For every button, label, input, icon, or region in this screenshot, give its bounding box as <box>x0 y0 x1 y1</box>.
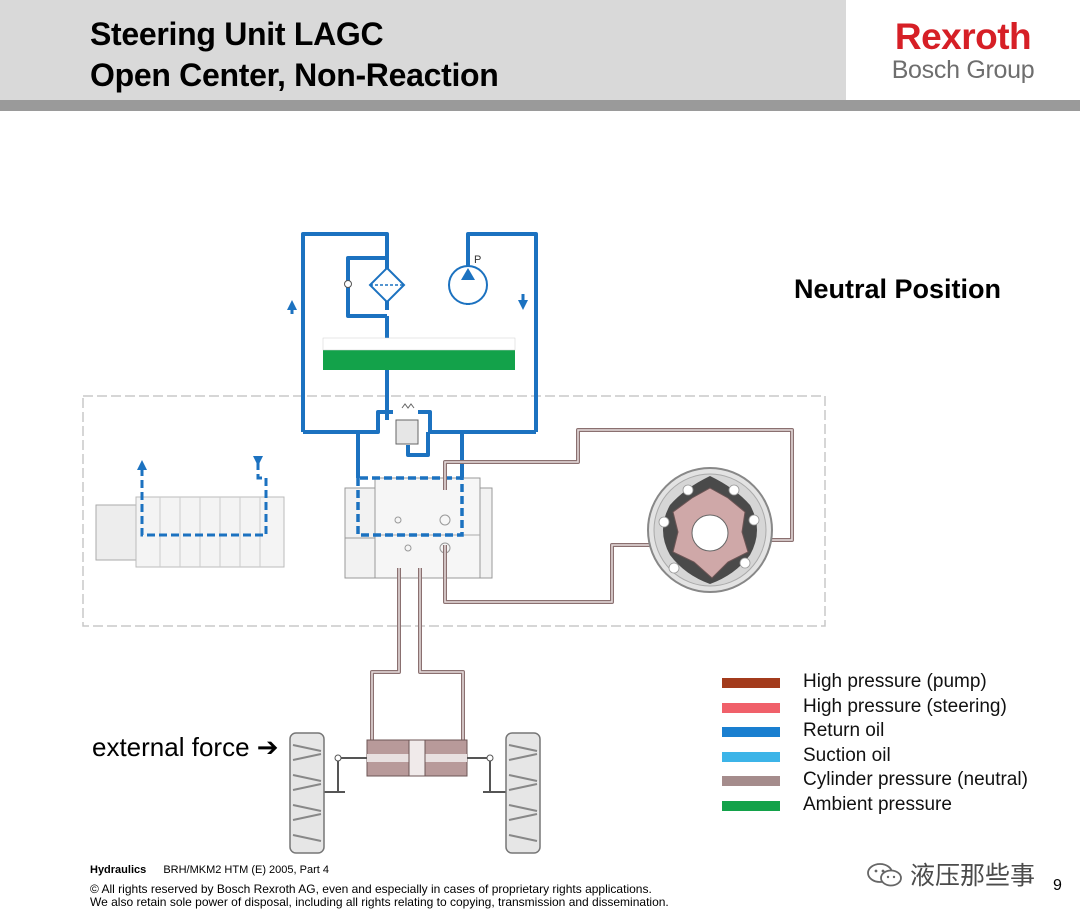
legend-swatch <box>722 678 780 688</box>
header-bar <box>0 0 846 100</box>
flow-arrows <box>287 294 528 314</box>
copyright-line-2: We also retain sole power of disposal, i… <box>90 895 669 909</box>
pump-symbol: P <box>448 254 488 305</box>
flow-up-arrow <box>287 300 297 310</box>
wheel-left <box>289 732 325 854</box>
arrow-right-icon: ➔ <box>256 732 279 762</box>
legend-swatch <box>722 702 780 713</box>
legend-label: Suction oil <box>803 744 891 766</box>
page-title: Steering Unit LAGC Open Center, Non-Reac… <box>90 14 499 96</box>
legend-label: Cylinder pressure (neutral) <box>803 769 1028 790</box>
legend-swatch <box>722 751 780 762</box>
legend-label: High pressure (pump) <box>803 671 987 692</box>
copyright-notice: © All rights reserved by Bosch Rexroth A… <box>90 883 669 909</box>
pump-label: P <box>474 254 481 266</box>
position-label: Neutral Position <box>794 274 1002 304</box>
ambient-tank <box>323 350 515 370</box>
brand-name: Rexroth <box>894 16 1032 57</box>
cylinder-line-highlights <box>371 429 793 740</box>
header-divider <box>0 100 1080 111</box>
watermark: 液压那些事 <box>866 856 1035 892</box>
legend-swatch <box>722 800 780 811</box>
tank-top <box>322 337 516 351</box>
footer-reference: Hydraulics BRH/MKM2 HTM (E) 2005, Part 4 <box>90 864 329 876</box>
filter-symbol <box>344 266 406 304</box>
title-line-2: Open Center, Non-Reaction <box>90 57 499 93</box>
steering-column <box>95 456 285 568</box>
external-force-text: external force <box>92 732 250 762</box>
legend-swatch <box>722 727 780 737</box>
copyright-line-1: © All rights reserved by Bosch Rexroth A… <box>90 882 652 896</box>
legend-label: Return oil <box>803 720 885 741</box>
page-number: 9 <box>1053 877 1062 894</box>
legend-swatch <box>722 776 780 786</box>
legend-label: High pressure (steering) <box>803 695 1007 717</box>
watermark-text: 液压那些事 <box>910 862 1036 890</box>
title-line-1: Steering Unit LAGC <box>90 16 384 52</box>
brand-subtitle: Bosch Group <box>891 56 1035 84</box>
legend-label: Ambient pressure <box>803 793 952 815</box>
wechat-icon <box>867 863 902 887</box>
control-valve-block <box>344 476 493 579</box>
wheel-right <box>505 732 541 854</box>
steering-cylinder <box>322 739 507 793</box>
gerotor-metering-unit <box>647 467 773 593</box>
brand-logo: Rexroth Bosch Group <box>846 0 1080 100</box>
footer-section: Hydraulics <box>90 864 147 876</box>
external-force-label: external force ➔ <box>92 732 279 763</box>
steering-unit-boundary <box>82 395 826 627</box>
check-valve <box>395 403 419 445</box>
flow-down-arrow <box>518 300 528 310</box>
footer-ref: BRH/MKM2 HTM (E) 2005, Part 4 <box>163 864 329 876</box>
